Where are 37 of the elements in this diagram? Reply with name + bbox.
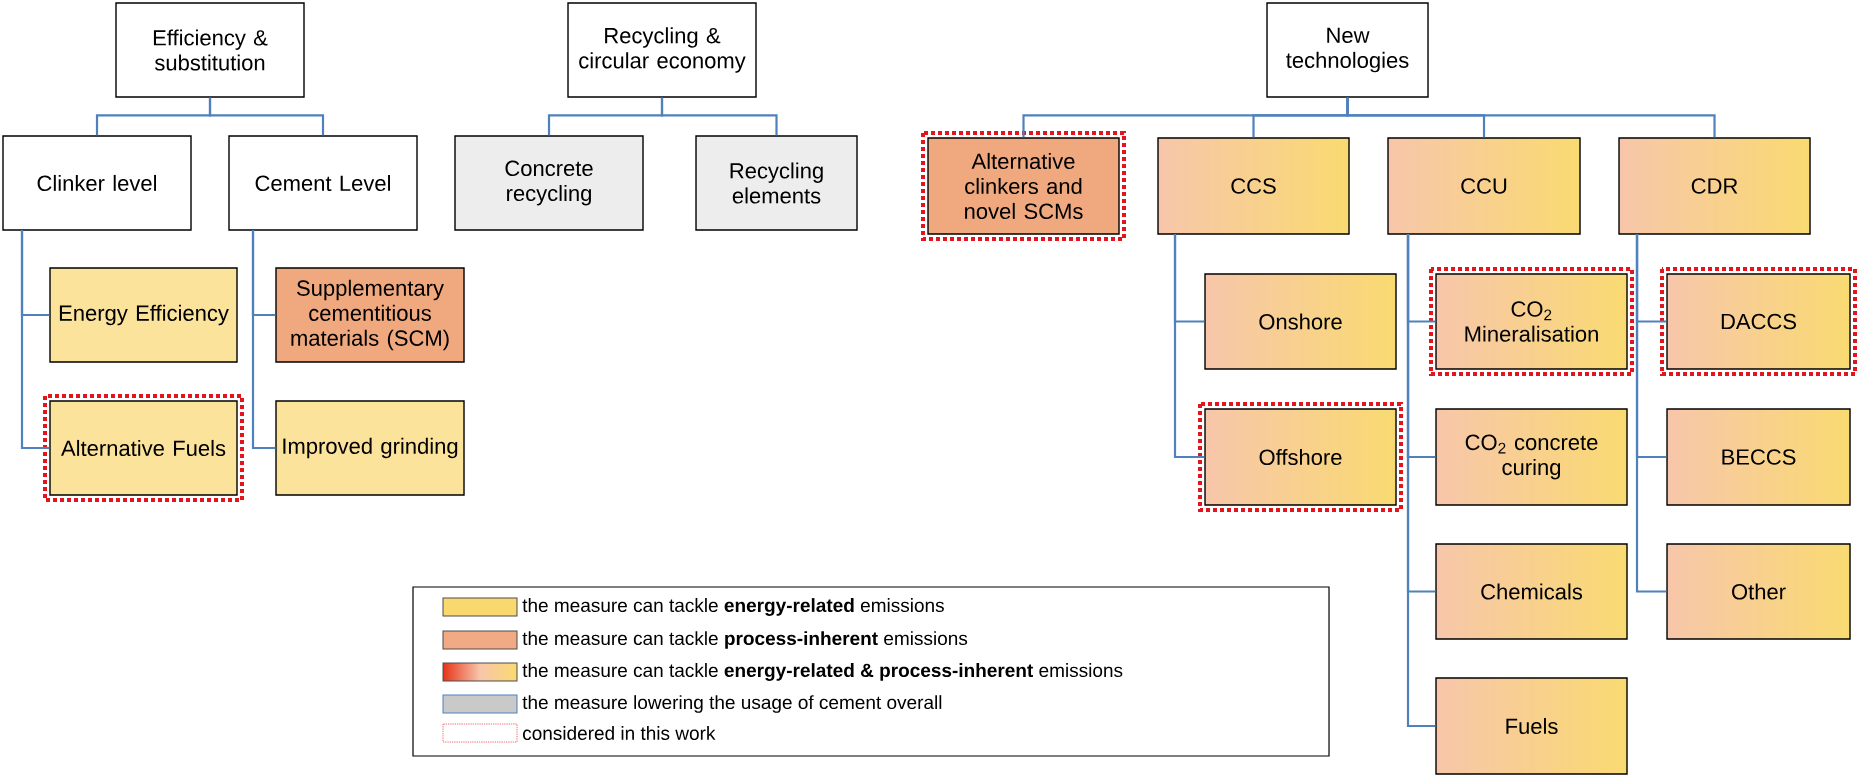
category-box: Recycling & circular economy <box>567 2 757 98</box>
option-box: Chemicals <box>1435 543 1628 640</box>
connector-line <box>1635 234 1667 593</box>
option-box: Onshore <box>1204 273 1397 370</box>
option-box: Fuels <box>1435 677 1628 775</box>
option-box: CDR <box>1618 137 1811 235</box>
connector-line <box>208 97 325 136</box>
category-box: Cement Level <box>228 135 418 231</box>
connector-line <box>660 97 778 136</box>
option-box: Offshore <box>1198 402 1403 512</box>
legend-text: the measure can tackle energy-related & process-inherent emissions <box>522 663 1123 681</box>
option-box: Energy Efficiency <box>49 267 238 363</box>
connector-line <box>251 230 276 450</box>
legend-text: the measure can tackle energy-related emissions <box>522 598 944 616</box>
connector-line <box>20 230 50 450</box>
option-box: Alternative Fuels <box>43 394 244 502</box>
option-box: BECCS <box>1666 408 1851 506</box>
category-box: Clinker level <box>2 135 192 231</box>
category-box: Efficiency & substitution <box>115 2 305 98</box>
option-box: Other <box>1666 543 1851 640</box>
legend-text: considered in this work <box>523 726 716 740</box>
option-box: CCU <box>1387 137 1581 235</box>
option-box: Improved grinding <box>275 400 465 496</box>
option-box: Alternative clinkers and novel SCMs <box>921 131 1126 241</box>
option-box: Concrete recycling <box>454 135 644 231</box>
legend-text: the measure lowering the usage of cement overall <box>522 695 942 713</box>
option-box: Supplementary cementitious materials (SCM) <box>275 267 465 363</box>
legend-text: the measure can tackle process-inherent emissions <box>522 631 968 649</box>
connector-line <box>1406 234 1436 728</box>
option-box: CCS <box>1157 137 1350 235</box>
connector-line <box>1173 234 1205 459</box>
option-box: CO$_{2}$ Mineralisation <box>1429 267 1634 376</box>
option-box: Recycling elements <box>695 135 858 231</box>
option-box: CO$_{2}$ concrete curing <box>1435 408 1628 506</box>
category-box: New technologies <box>1266 2 1429 98</box>
option-box: DACCS <box>1660 267 1857 376</box>
connector-line <box>1346 97 1716 138</box>
